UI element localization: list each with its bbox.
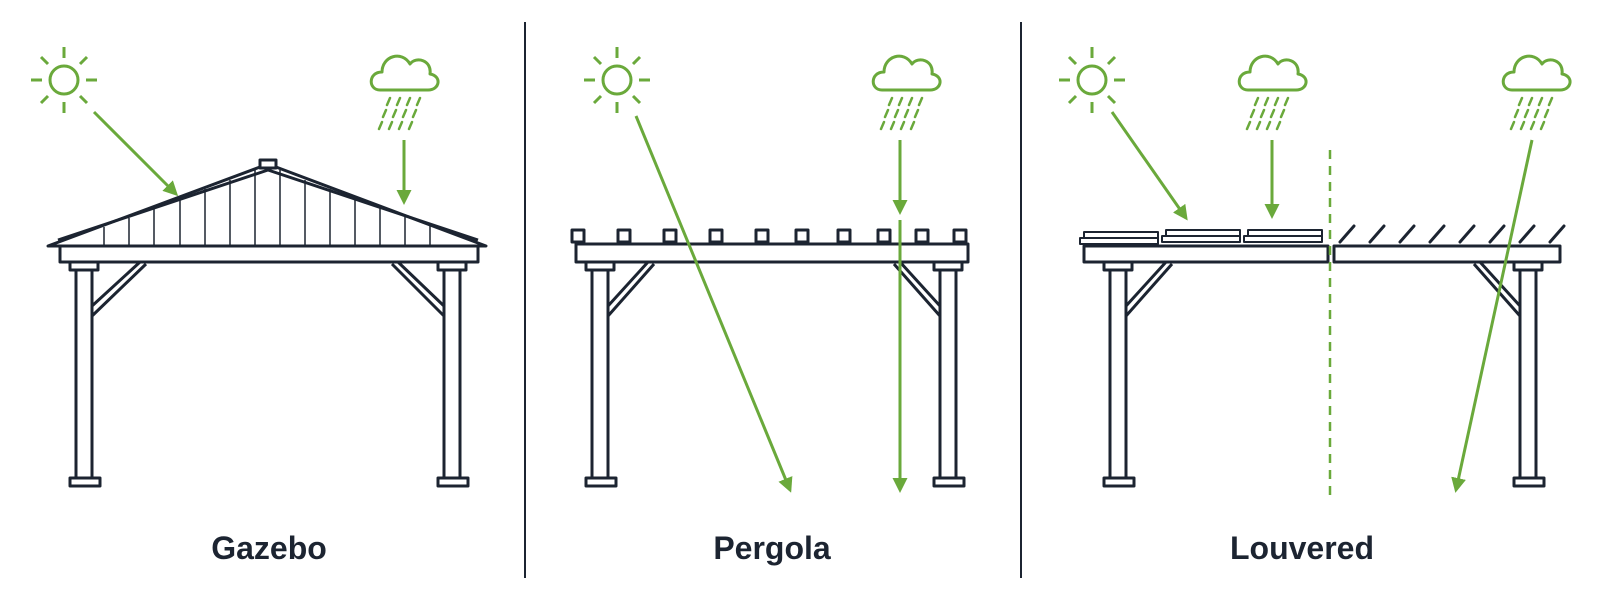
rain-cloud-icon — [1237, 54, 1308, 131]
rain-arrow — [1451, 139, 1534, 493]
louvered-label: Louvered — [1229, 530, 1375, 566]
sun-icon — [1057, 45, 1127, 115]
rain-cloud-icon — [1501, 54, 1572, 131]
gazebo-panel — [29, 45, 488, 488]
pergola-structure — [570, 228, 970, 488]
pergola-panel — [570, 45, 970, 493]
sun-icon — [582, 45, 652, 115]
sun-icon — [29, 45, 99, 115]
sun-ray-arrow — [1110, 111, 1188, 221]
panel-divider — [1020, 22, 1022, 578]
gazebo-structure — [46, 158, 488, 488]
panel-divider — [524, 22, 526, 578]
sun-ray-arrow — [92, 110, 179, 197]
sun-ray-arrow — [634, 115, 793, 493]
gazebo-label: Gazebo — [211, 530, 327, 566]
pergola-label: Pergola — [713, 530, 831, 566]
louvered-panel — [1057, 45, 1572, 496]
louvered-structure — [1079, 224, 1566, 488]
rain-cloud-icon — [871, 54, 942, 131]
rain-cloud-icon — [369, 54, 440, 131]
